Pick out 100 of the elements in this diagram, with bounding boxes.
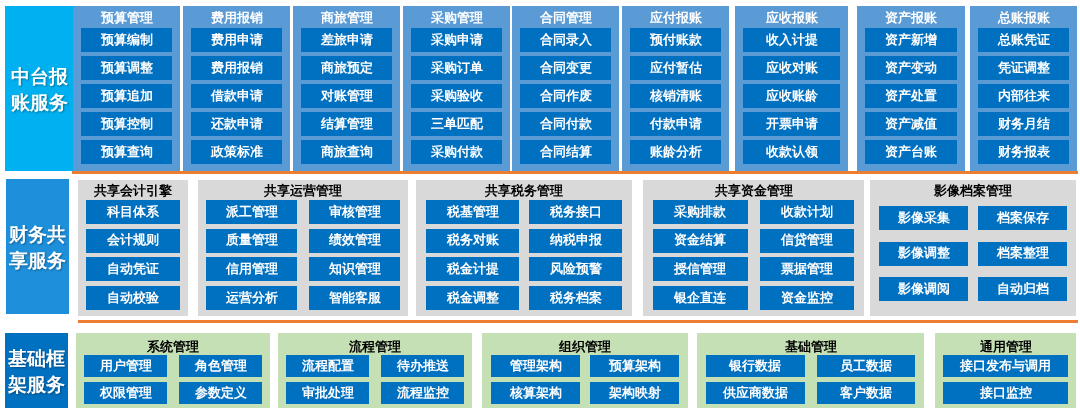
module-box: 差旅申请 — [301, 28, 392, 52]
group-heading: 通用管理 — [978, 338, 1033, 356]
module-box: 员工数据 — [816, 355, 915, 377]
module-box: 银行数据 — [706, 355, 805, 377]
module-box: 财务报表 — [978, 140, 1069, 164]
module-box: 流程配置 — [286, 355, 369, 377]
module-box: 预付账款 — [630, 28, 721, 52]
group-panel — [935, 333, 1076, 408]
module-box: 知识管理 — [309, 257, 400, 282]
module-box: 银企直连 — [653, 286, 748, 310]
module-box: 架构映射 — [590, 382, 679, 404]
group-panel — [416, 180, 632, 316]
module-box: 付款申请 — [630, 112, 721, 136]
module-box: 合同付款 — [520, 112, 611, 136]
group-heading: 应收报账 — [764, 9, 819, 27]
module-box: 资产减值 — [865, 112, 957, 136]
module-box: 资产新增 — [865, 28, 957, 52]
module-box: 票据管理 — [759, 257, 854, 282]
module-box: 凭证调整 — [978, 56, 1069, 80]
module-box: 资产处置 — [865, 84, 957, 108]
module-box: 资金结算 — [653, 228, 748, 253]
module-box: 预算编制 — [81, 28, 172, 52]
module-box: 合同变更 — [520, 56, 611, 80]
module-box: 税金调整 — [426, 286, 519, 310]
module-box: 供应商数据 — [706, 382, 805, 404]
module-box: 审核管理 — [309, 200, 400, 224]
module-box: 合同作废 — [520, 84, 611, 108]
module-box: 运营分析 — [206, 286, 297, 310]
module-box: 核销清账 — [630, 84, 721, 108]
module-box: 对账管理 — [301, 84, 392, 108]
group-heading: 合同管理 — [538, 9, 593, 27]
group-panel — [622, 6, 729, 171]
module-box: 应收对账 — [743, 56, 840, 80]
module-box: 自动凭证 — [86, 257, 180, 282]
module-box: 会计规则 — [86, 228, 180, 253]
module-box: 资金监控 — [759, 286, 854, 310]
group-heading: 采购管理 — [429, 9, 484, 27]
layer-label: 中台报账服务 — [5, 6, 73, 171]
module-box: 授信管理 — [653, 257, 748, 282]
module-box: 信用管理 — [206, 257, 297, 282]
layer-label: 基础框架服务 — [5, 333, 68, 408]
module-box: 接口监控 — [943, 382, 1068, 404]
module-box: 影像调阅 — [879, 277, 968, 301]
group-heading: 基础管理 — [783, 338, 838, 356]
group-panel — [870, 180, 1076, 316]
module-box: 还款申请 — [191, 112, 282, 136]
module-box: 自动归档 — [978, 277, 1067, 301]
module-box: 账龄分析 — [630, 140, 721, 164]
module-box: 结算管理 — [301, 112, 392, 136]
module-box: 借款申请 — [191, 84, 282, 108]
module-box: 纳税申报 — [529, 228, 622, 253]
module-box: 预算查询 — [81, 140, 172, 164]
module-box: 采购订单 — [411, 56, 502, 80]
module-box: 自动校验 — [86, 286, 180, 310]
group-panel — [198, 180, 408, 316]
module-box: 资产变动 — [865, 56, 957, 80]
module-box: 预算架构 — [590, 355, 679, 377]
group-heading: 共享税务管理 — [484, 182, 564, 200]
module-box: 用户管理 — [84, 355, 167, 377]
group-panel — [970, 6, 1077, 171]
module-box: 合同结算 — [520, 140, 611, 164]
module-box: 客户数据 — [816, 382, 915, 404]
group-heading: 共享会计引擎 — [93, 182, 173, 200]
module-box: 收入计提 — [743, 28, 840, 52]
module-box: 审批处理 — [286, 382, 369, 404]
module-box: 应付暂估 — [630, 56, 721, 80]
module-box: 参数定义 — [179, 382, 262, 404]
group-heading: 共享资金管理 — [713, 182, 794, 200]
group-heading: 应付报账 — [648, 9, 703, 27]
group-panel — [78, 180, 188, 316]
module-box: 管理架构 — [491, 355, 580, 377]
module-box: 三单匹配 — [411, 112, 502, 136]
group-panel — [293, 6, 400, 171]
group-heading: 总账报账 — [996, 9, 1051, 27]
group-panel — [735, 6, 848, 171]
module-box: 档案整理 — [978, 241, 1067, 266]
module-box: 税金计提 — [426, 257, 519, 282]
module-box: 开票申请 — [743, 112, 840, 136]
module-box: 信贷管理 — [759, 228, 854, 253]
group-panel — [278, 333, 472, 408]
group-panel — [512, 6, 619, 171]
module-box: 合同录入 — [520, 28, 611, 52]
layer-label: 财务共享服务 — [6, 179, 69, 314]
module-box: 派工管理 — [206, 200, 297, 224]
module-box: 税务对账 — [426, 228, 519, 253]
group-panel — [403, 6, 510, 171]
group-panel — [183, 6, 290, 171]
module-box: 收款计划 — [759, 200, 854, 224]
module-box: 采购排款 — [653, 200, 748, 224]
module-box: 内部往来 — [978, 84, 1069, 108]
module-box: 预算调整 — [81, 56, 172, 80]
group-panel — [697, 333, 924, 408]
group-panel — [643, 180, 864, 316]
module-box: 商旅查询 — [301, 140, 392, 164]
module-box: 预算追加 — [81, 84, 172, 108]
group-heading: 组织管理 — [558, 338, 612, 356]
group-heading: 商旅管理 — [319, 9, 374, 27]
module-box: 采购付款 — [411, 140, 502, 164]
group-heading: 系统管理 — [146, 338, 200, 356]
module-box: 绩效管理 — [309, 228, 400, 253]
